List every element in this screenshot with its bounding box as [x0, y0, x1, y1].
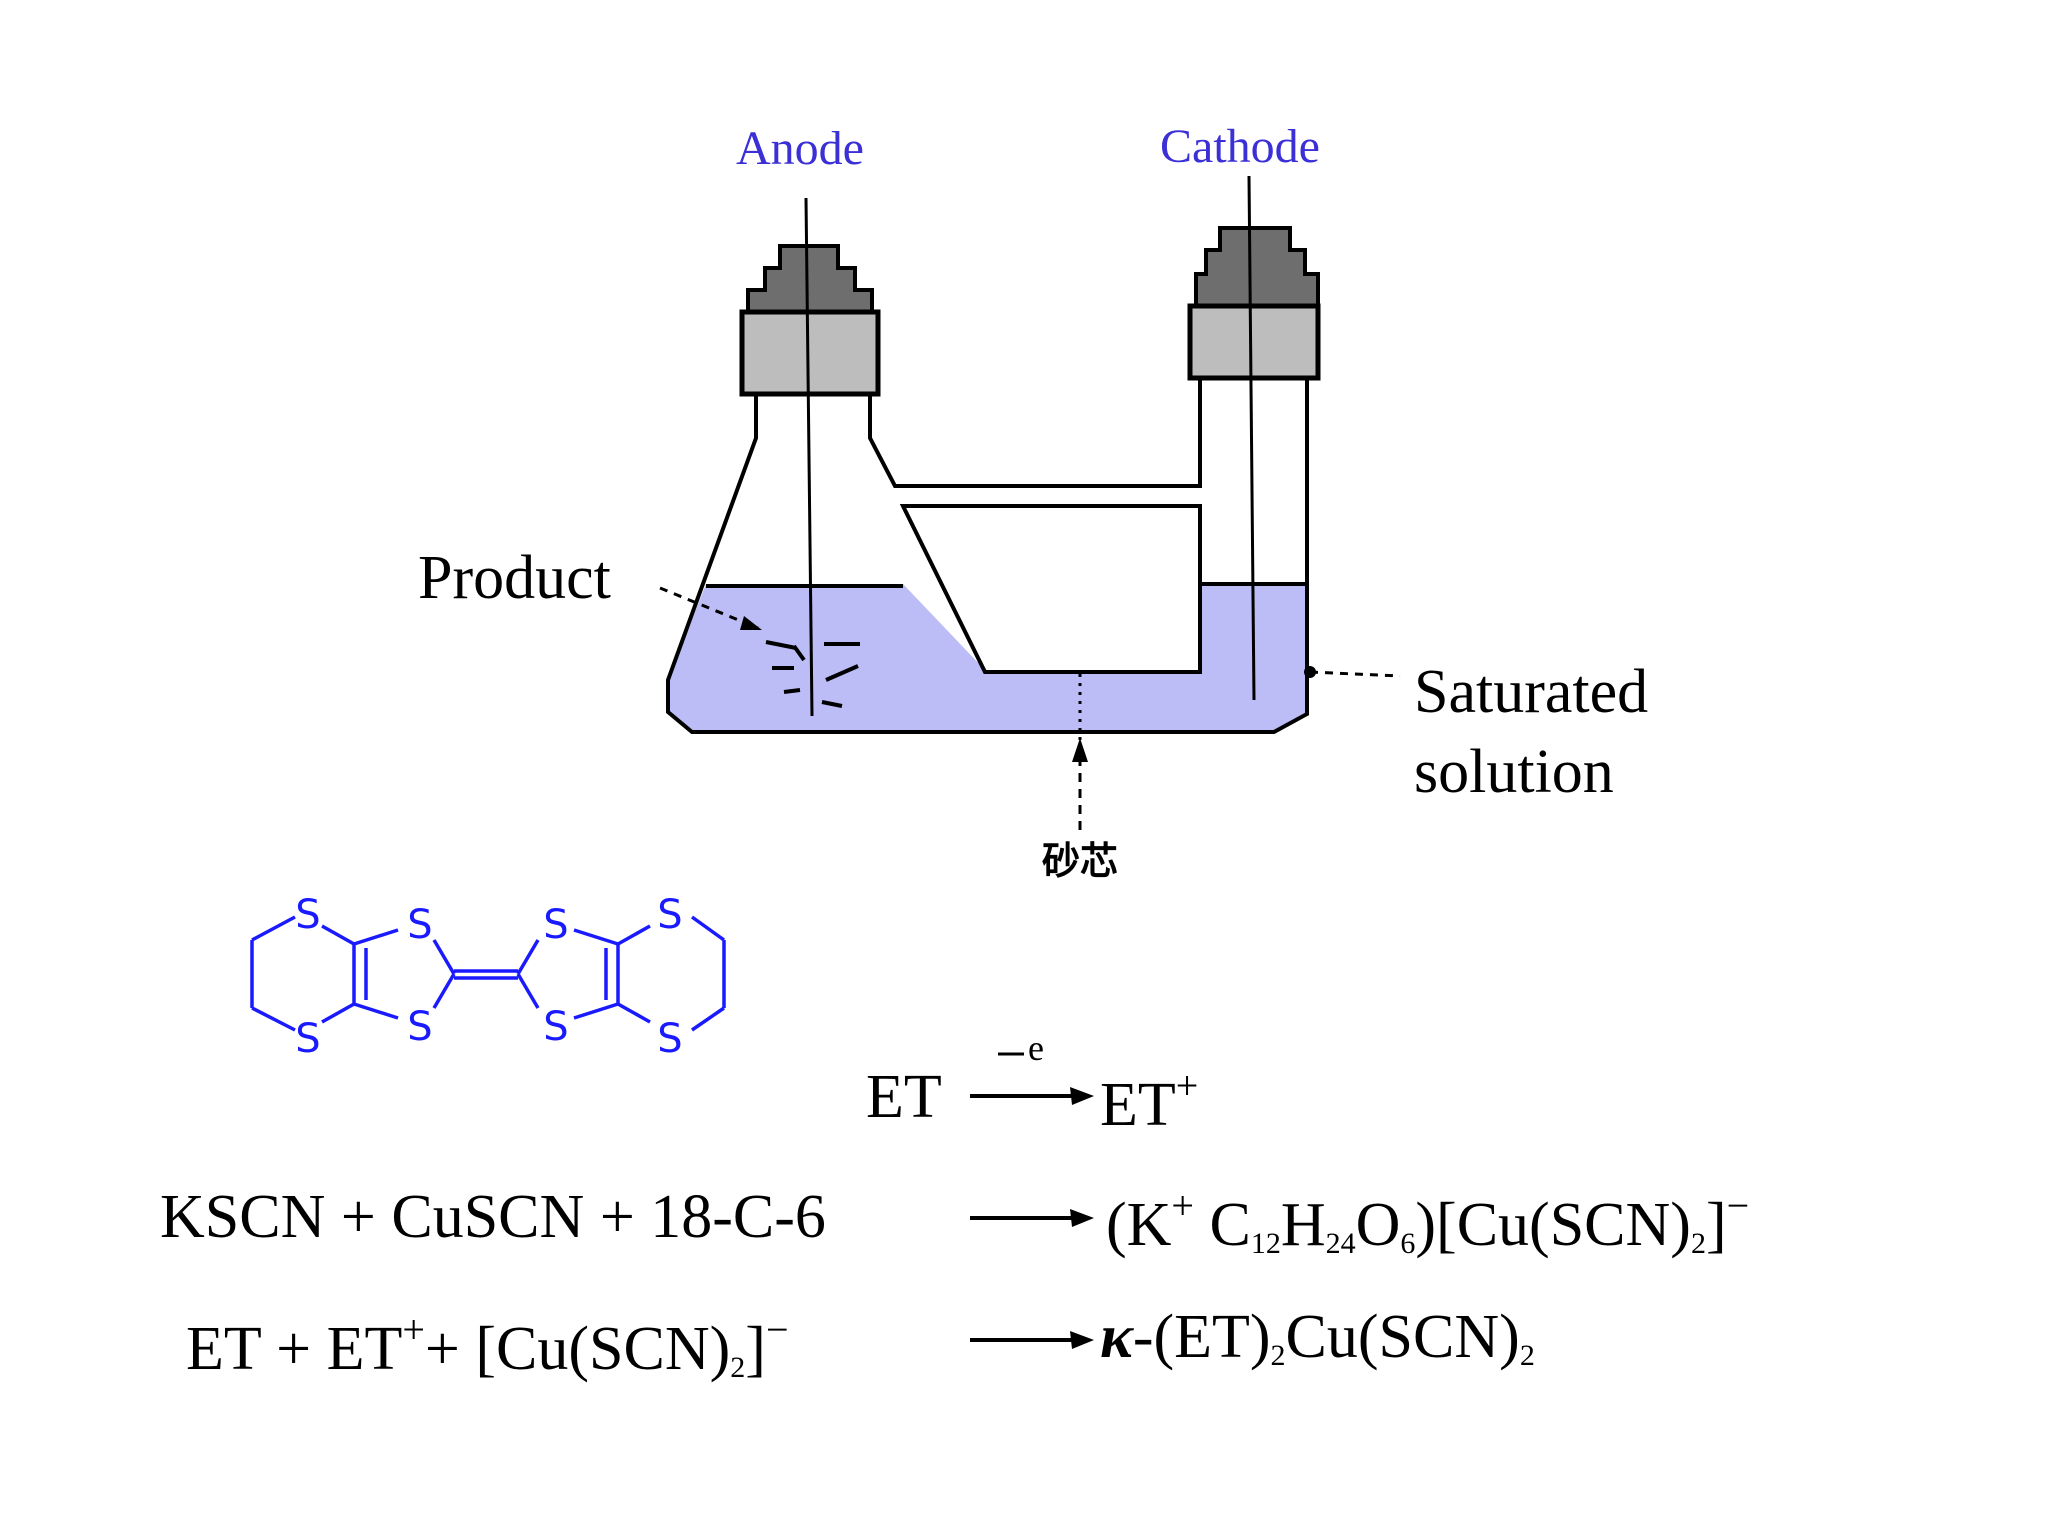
eq3-minus: − [765, 1307, 789, 1352]
eq2-c: C [1193, 1191, 1251, 1259]
cathode-label: Cathode [1160, 120, 1320, 173]
eq3-kappa: κ [1100, 1303, 1133, 1371]
cathode-electrode [1247, 175, 1256, 701]
equation-2-lhs: KSCN + CuSCN + 18-C-6 [160, 1186, 826, 1248]
equation-2-rhs: (K+ C12H24O6)[Cu(SCN)2]− [1106, 1186, 1749, 1259]
eq1-arrow-label: e [1028, 1028, 1044, 1068]
sulfur-atom: S [295, 892, 320, 938]
eq3-et2: -(ET) [1132, 1303, 1271, 1371]
sulfur-atom: S [543, 902, 568, 948]
frit-pointer-head [1072, 738, 1088, 762]
anode-stopper [739, 244, 881, 397]
eq2-close: ] [1705, 1191, 1727, 1259]
molecule-sulfur-atoms: S S S S S S S S [295, 892, 682, 1062]
equation-1-reactant: ET [866, 1066, 942, 1128]
eq1-arrow [970, 1087, 1094, 1105]
equation-1-product: ET+ [1100, 1063, 1199, 1139]
eq3-et: ET + ET [186, 1315, 403, 1383]
frit-label: 砂芯 [1042, 839, 1118, 883]
saturated-pointer [1309, 670, 1401, 678]
equation-1-arrow-label: e [1028, 1030, 1044, 1066]
left-flask-neck-right [868, 378, 1202, 488]
sulfur-atom: S [407, 1004, 432, 1050]
eq3-cuscn: Cu(SCN) [1285, 1303, 1520, 1371]
h-cell-apparatus [659, 175, 1401, 830]
eq2-open: (K [1106, 1191, 1172, 1259]
sulfur-atom: S [543, 1004, 568, 1050]
frit-chamber [899, 504, 1202, 674]
eq1-reactant: ET [866, 1063, 942, 1131]
saturated-label-line1: Saturated [1414, 658, 1648, 726]
equation-3-lhs: ET + ET++ [Cu(SCN)2]− [186, 1310, 789, 1383]
eq2-mid: )[Cu(SCN) [1415, 1191, 1691, 1259]
eq2-h: H [1280, 1191, 1326, 1259]
eq2-o-sub: 6 [1400, 1227, 1416, 1260]
eq1-product-charge: + [1175, 1063, 1199, 1108]
eq2-sub2: 2 [1690, 1227, 1706, 1260]
equation-3-rhs: κ-(ET)2Cu(SCN)2 [1100, 1306, 1535, 1371]
eq1-product-base: ET [1100, 1071, 1176, 1139]
product-pointer [659, 586, 759, 630]
eq2-arrow [970, 1209, 1094, 1227]
left-flask-outline [666, 378, 1309, 734]
saturated-pointer-dot [1304, 666, 1316, 678]
eq3-rest: + [Cu(SCN) [424, 1315, 731, 1383]
cathode-stopper [1187, 226, 1321, 381]
eq2-h-sub: 24 [1325, 1227, 1356, 1260]
sulfur-atom: S [657, 892, 682, 938]
eq2-o: O [1355, 1191, 1401, 1259]
bedt-ttf-molecule [250, 915, 726, 1032]
eq3-et2-sub: 2 [1270, 1339, 1286, 1372]
eq3-cuscn-sub: 2 [1519, 1339, 1535, 1372]
product-pointer-head [740, 616, 762, 630]
product-crystals [765, 640, 860, 708]
eq3-arrow [970, 1331, 1094, 1349]
eq2-c-sub: 12 [1250, 1227, 1281, 1260]
eq3-et-charge: + [402, 1307, 425, 1352]
sulfur-atom: S [407, 902, 432, 948]
eq3-sub2: 2 [730, 1351, 746, 1384]
anode-electrode [804, 197, 814, 717]
saturated-label-line2: solution [1414, 738, 1614, 806]
sulfur-atom: S [295, 1016, 320, 1062]
product-label: Product [418, 544, 611, 612]
eq2-lhs: KSCN + CuSCN + 18-C-6 [160, 1183, 826, 1251]
anode-label: Anode [736, 122, 864, 175]
eq2-k-charge: + [1171, 1183, 1194, 1228]
eq3-close: ] [745, 1315, 766, 1383]
sulfur-atom: S [657, 1016, 682, 1062]
solution-left [668, 584, 1307, 732]
eq2-minus: − [1726, 1183, 1750, 1228]
